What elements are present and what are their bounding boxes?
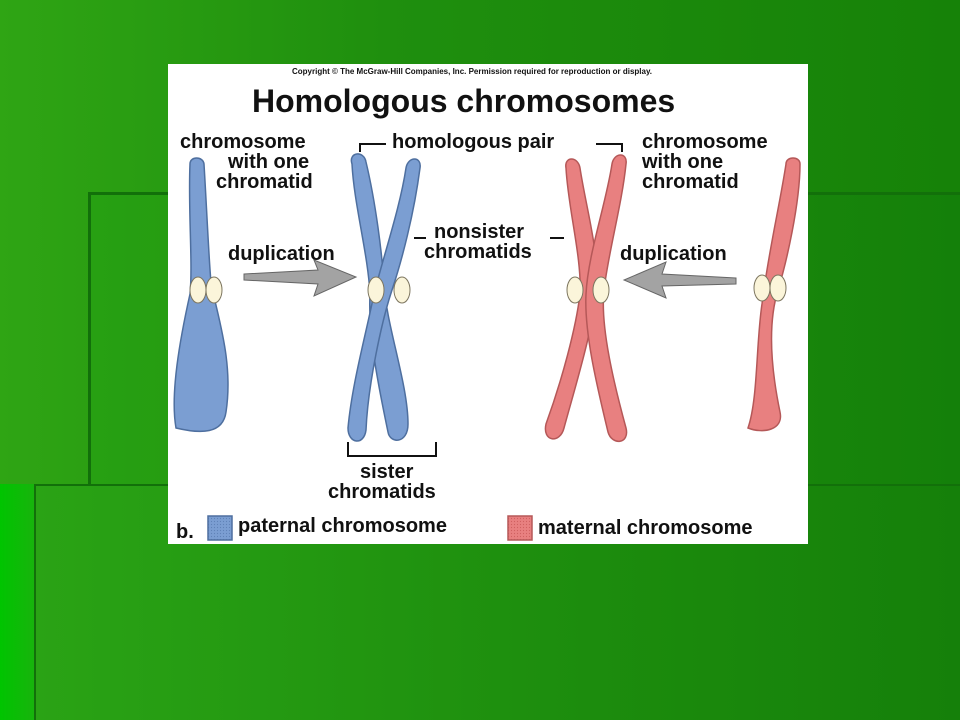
nonsister-chromatids-label: nonsister chromatids bbox=[424, 221, 532, 263]
centromere bbox=[393, 276, 411, 304]
label-line: sister bbox=[360, 461, 414, 483]
centromere bbox=[189, 276, 207, 304]
centromere bbox=[592, 276, 610, 304]
label-line: nonsister bbox=[434, 221, 524, 243]
maternal-sister-chromatid-right bbox=[585, 154, 628, 442]
label-line: chromatids bbox=[424, 241, 532, 263]
right-chromosome-label: chromosome with one chromatid bbox=[641, 131, 768, 193]
label-line: chromatid bbox=[642, 171, 739, 193]
maternal-legend-label: maternal chromosome bbox=[538, 517, 753, 539]
maternal-chromosome-single bbox=[747, 157, 801, 432]
centromere bbox=[367, 276, 385, 304]
duplication-label-left: duplication bbox=[228, 243, 335, 265]
label-line: with one bbox=[227, 151, 309, 173]
diagram-card: Copyright © The McGraw-Hill Companies, I… bbox=[168, 64, 808, 544]
arrow-left-icon bbox=[622, 261, 737, 299]
paternal-swatch bbox=[207, 515, 233, 541]
label-line: chromatid bbox=[216, 171, 313, 193]
homologous-chromosomes-diagram: Copyright © The McGraw-Hill Companies, I… bbox=[173, 67, 801, 543]
paternal-chromosome-single bbox=[173, 157, 229, 433]
background-band bbox=[0, 484, 34, 720]
homologous-pair-bracket-left bbox=[359, 143, 386, 152]
label-line: chromosome bbox=[642, 131, 768, 153]
diagram-title: Homologous chromosomes bbox=[252, 83, 675, 119]
centromere bbox=[566, 276, 584, 304]
centromere bbox=[753, 274, 771, 302]
label-line: chromatids bbox=[328, 481, 436, 503]
label-line: with one bbox=[641, 151, 723, 173]
paternal-chromosome-duplicated bbox=[347, 153, 421, 442]
sister-chromatids-label: sister chromatids bbox=[328, 461, 436, 503]
label-line: chromosome bbox=[180, 131, 306, 153]
left-chromosome-label: chromosome with one chromatid bbox=[180, 131, 313, 193]
copyright-text: Copyright © The McGraw-Hill Companies, I… bbox=[292, 67, 652, 76]
maternal-swatch bbox=[507, 515, 533, 541]
homologous-pair-label: homologous pair bbox=[392, 131, 554, 153]
maternal-chromosome-duplicated bbox=[544, 154, 628, 442]
panel-label: b. bbox=[176, 521, 194, 543]
legend: b. paternal chromosome maternal chromoso… bbox=[176, 515, 753, 543]
duplication-label-right: duplication bbox=[620, 243, 727, 265]
centromere bbox=[205, 276, 223, 304]
arrow-right-icon bbox=[243, 259, 358, 297]
homologous-pair-bracket-right bbox=[596, 143, 623, 152]
sister-chromatids-bracket bbox=[347, 442, 437, 457]
paternal-legend-label: paternal chromosome bbox=[238, 515, 447, 537]
centromere bbox=[769, 274, 787, 302]
